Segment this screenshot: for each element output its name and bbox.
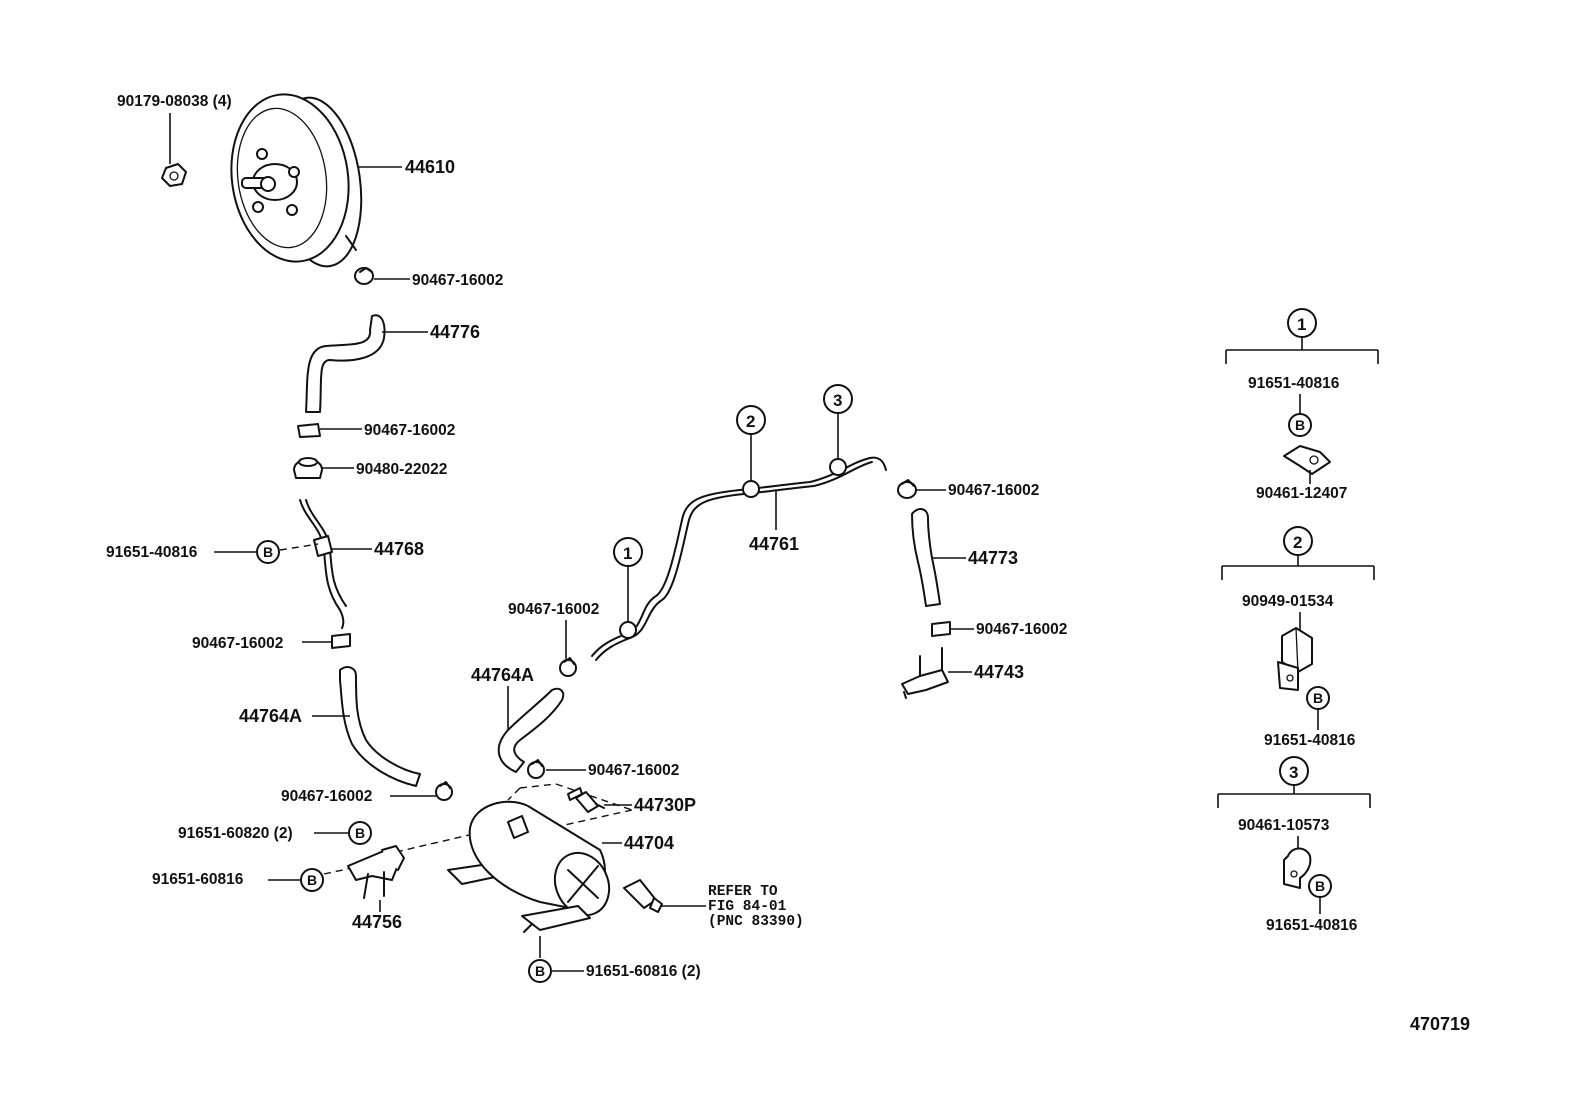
vacuum-switch: [623, 879, 663, 913]
label-hose-mid: 44764A: [471, 665, 534, 685]
bolt-b-callout: B: [528, 959, 552, 983]
bolt-b-callout: B: [348, 821, 372, 845]
bolt-b-callout: B: [256, 540, 280, 564]
label-bolt-tank-2: 91651-60820 (2): [178, 825, 293, 842]
label-clip-f: 90467-16002: [588, 762, 679, 779]
check-valve: [567, 787, 605, 813]
label-pipe: 44761: [749, 534, 799, 554]
hose-bracket-right: [901, 647, 949, 699]
grommet-icon: [293, 457, 323, 479]
label-booster-nut: 90179-08038 (4): [117, 93, 232, 110]
detail-1: 1 91651-40816 B 90461-12407: [1225, 308, 1379, 502]
detail-3: 3 90461-10573 B 91651-40816: [1217, 756, 1371, 934]
hose-clip-icon: [897, 479, 917, 499]
svg-text:B: B: [1313, 690, 1323, 706]
hose-clip-icon: [931, 621, 951, 637]
label-clip-h: 90467-16002: [976, 621, 1067, 638]
diagram-id: 470719: [1410, 1014, 1470, 1034]
svg-text:B: B: [1295, 417, 1305, 433]
pipe-bracket: [299, 499, 347, 629]
label-bracket-tank: 44756: [352, 912, 402, 932]
label-clip-d: 90467-16002: [281, 788, 372, 805]
label-hose-upper: 44776: [430, 322, 480, 342]
detail-3-bottom-label: 91651-40816: [1266, 917, 1358, 934]
label-grommet: 90480-22022: [356, 461, 447, 478]
label-clip-b: 90467-16002: [364, 422, 455, 439]
callout-2: 2: [736, 405, 766, 435]
label-bolt-tank: 91651-60816: [152, 871, 244, 888]
nut-icon: [161, 163, 187, 187]
detail-3-top-label: 90461-10573: [1238, 817, 1330, 834]
hose-mid: [497, 687, 565, 773]
detail-2-top-label: 90949-01534: [1242, 593, 1334, 610]
svg-text:3: 3: [1289, 763, 1298, 782]
callout-1: 1: [613, 537, 643, 567]
label-bolt-left: 91651-40816: [106, 544, 198, 561]
label-bracket-pipe: 44768: [374, 539, 424, 559]
refer-text-2: FIG 84-01: [708, 899, 787, 915]
label-hose-left: 44764A: [239, 706, 302, 726]
label-hose-right: 44773: [968, 548, 1018, 568]
svg-text:B: B: [263, 544, 273, 560]
label-check-valve: 44730P: [634, 795, 696, 815]
detail-2: 2 90949-01534 B 91651-40816: [1221, 526, 1375, 749]
vacuum-pipe: [591, 456, 887, 661]
svg-text:1: 1: [1297, 315, 1306, 334]
svg-text:B: B: [1315, 878, 1325, 894]
svg-text:2: 2: [746, 412, 755, 431]
hose-upper: [305, 314, 386, 413]
svg-text:B: B: [307, 872, 317, 888]
label-clip-e: 90467-16002: [508, 601, 599, 618]
hose-right: [911, 508, 941, 607]
hose-left: [339, 666, 421, 787]
label-bracket-right: 44743: [974, 662, 1024, 682]
tank-bracket: [347, 845, 405, 899]
brake-booster: [230, 93, 363, 268]
hose-clip-icon: [297, 423, 321, 438]
callout-3: 3: [823, 384, 853, 414]
detail-1-bottom-label: 90461-12407: [1256, 485, 1347, 502]
svg-text:B: B: [535, 963, 545, 979]
hose-clip-icon: [559, 657, 577, 677]
hose-clip-icon: [527, 759, 545, 779]
svg-text:3: 3: [833, 391, 842, 410]
label-clip-g: 90467-16002: [948, 482, 1039, 499]
label-tank: 44704: [624, 833, 674, 853]
bolt-b-callout: B: [300, 868, 324, 892]
svg-text:2: 2: [1293, 533, 1302, 552]
hose-clip-icon: [331, 633, 351, 649]
detail-2-bottom-label: 91651-40816: [1264, 732, 1356, 749]
label-booster: 44610: [405, 157, 455, 177]
vacuum-tank: [447, 800, 611, 933]
svg-text:1: 1: [623, 544, 632, 563]
hose-clip-icon: [354, 267, 374, 285]
refer-text-3: (PNC 83390): [708, 914, 804, 930]
label-bolt-tank-bottom: 91651-60816 (2): [586, 963, 701, 980]
hose-clip-icon: [435, 781, 453, 801]
label-clip-c: 90467-16002: [192, 635, 283, 652]
refer-text-1: REFER TO: [708, 884, 778, 900]
svg-text:B: B: [355, 825, 365, 841]
label-clip-a: 90467-16002: [412, 272, 503, 289]
detail-1-top-label: 91651-40816: [1248, 375, 1340, 392]
